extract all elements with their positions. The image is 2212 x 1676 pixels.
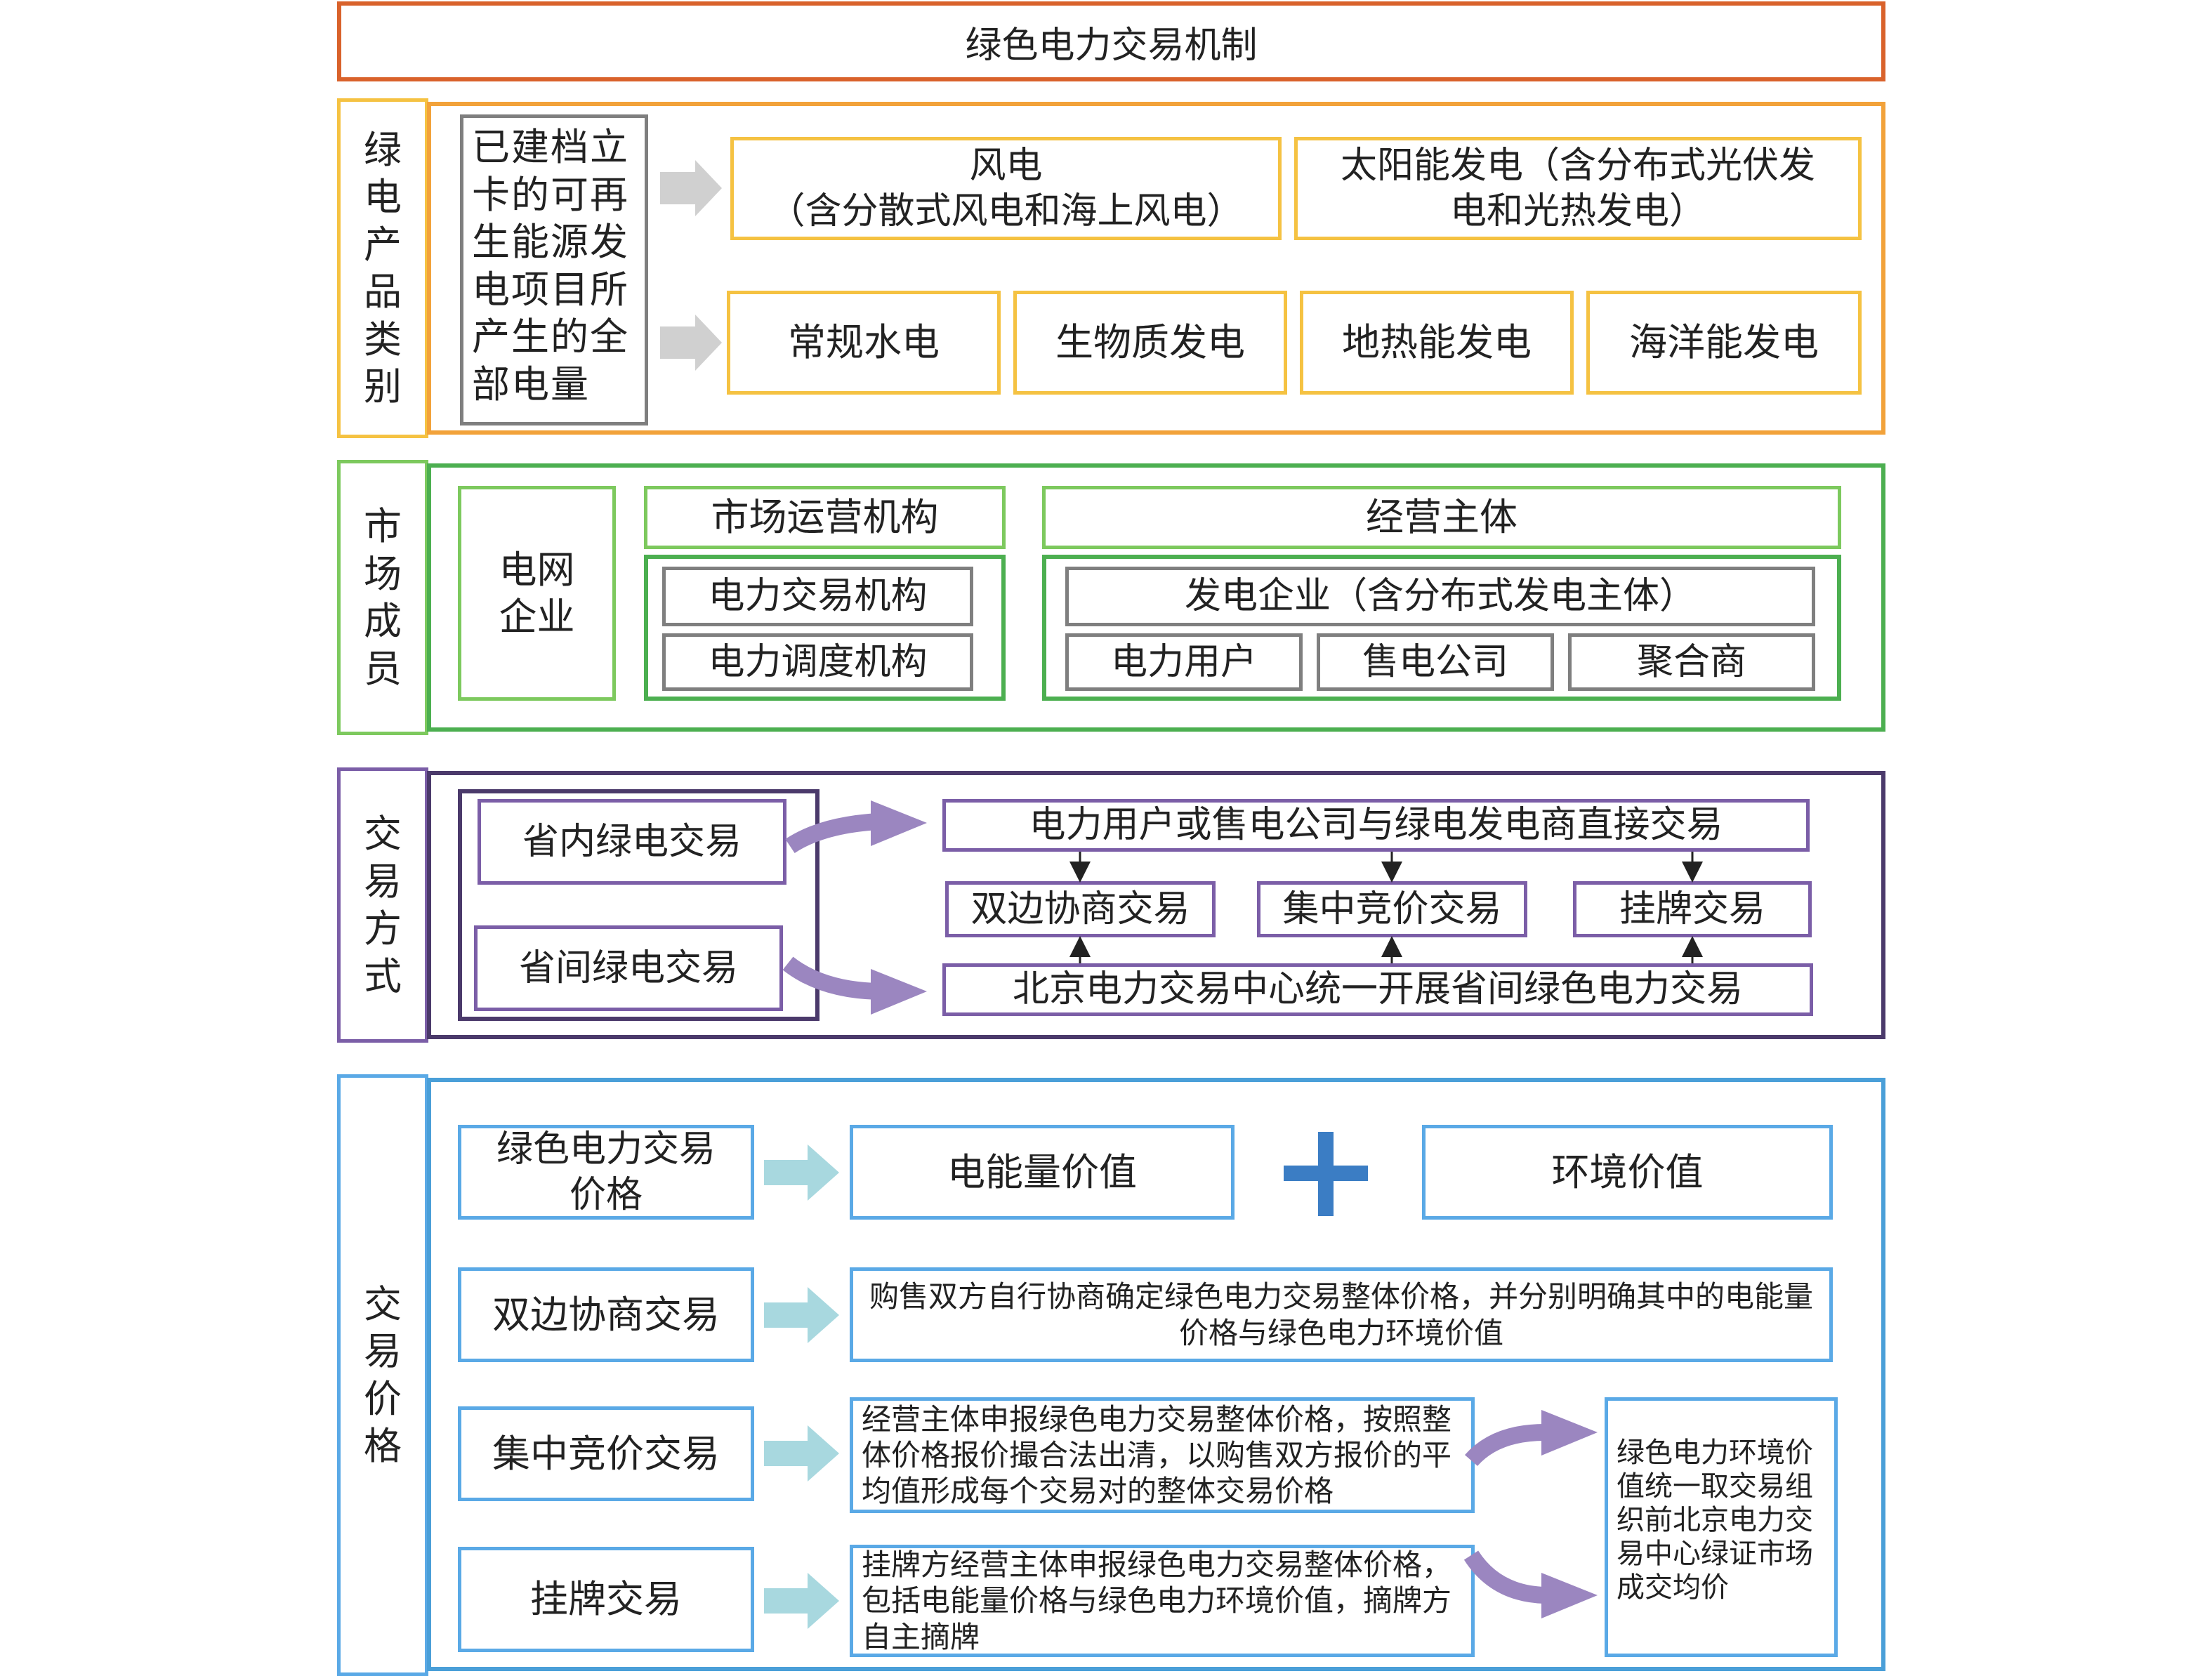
env-note-text: 绿色电力环境价值统一取交易组织前北京电力交易中心绿证市场成交均价 (1617, 1437, 1813, 1604)
wind-line2: （含分散式风电和海上风电） (768, 190, 1244, 232)
bilateral-label-text: 双边协商交易 (492, 1292, 720, 1337)
product-biomass: 生物质发电 (1013, 291, 1287, 395)
prices-label-box: 交易价格 (337, 1074, 428, 1676)
aggregator-text: 聚合商 (1636, 640, 1746, 683)
generator-box: 发电企业（含分布式发电主体） (1065, 567, 1815, 626)
listing-label-text: 挂牌交易 (530, 1577, 682, 1622)
product-ocean: 海洋能发电 (1586, 291, 1862, 395)
env-value-box: 环境价值 (1422, 1125, 1833, 1220)
listing-label-box: 挂牌交易 (458, 1547, 754, 1652)
methods-label-box: 交易方式 (337, 767, 428, 1043)
listing-desc-box: 挂牌方经营主体申报绿色电力交易整体价格，包括电能量价格与绿色电力环境价值，摘牌方… (850, 1545, 1475, 1657)
price-name-text: 绿色电力交易价格 (496, 1128, 716, 1216)
biomass-text: 生物质发电 (1055, 320, 1245, 365)
env-note-box: 绿色电力环境价值统一取交易组织前北京电力交易中心绿证市场成交均价 (1605, 1397, 1838, 1657)
bilateral-desc-box: 购售双方自行协商确定绿色电力交易整体价格，并分别明确其中的电能量价格与绿色电力环… (850, 1267, 1833, 1362)
mode-listing-box: 挂牌交易 (1573, 881, 1812, 937)
green-trade-group (458, 789, 819, 1021)
direct-trade-box: 电力用户或售电公司与绿电发电商直接交易 (942, 799, 1810, 852)
energy-value-box: 电能量价值 (850, 1125, 1235, 1220)
beijing-center-text: 北京电力交易中心统一开展省间绿色电力交易 (1012, 968, 1743, 1010)
mode-bidding-box: 集中竞价交易 (1257, 881, 1527, 937)
entity-header: 经营主体 (1042, 486, 1841, 549)
title-text: 绿色电力交易机制 (965, 24, 1258, 67)
mode-listing-text: 挂牌交易 (1619, 888, 1765, 930)
bidding-label-text: 集中竞价交易 (492, 1431, 720, 1476)
direct-trade-text: 电力用户或售电公司与绿电发电商直接交易 (1029, 804, 1723, 846)
products-label-box: 绿电产品类别 (337, 98, 428, 438)
mode-bilateral-box: 双边协商交易 (945, 881, 1216, 937)
wind-line1: 风电 (969, 144, 1043, 187)
methods-section (427, 771, 1885, 1039)
prices-section (427, 1078, 1885, 1671)
intra-province-box: 省内绿电交易 (478, 799, 786, 885)
price-name-box: 绿色电力交易价格 (458, 1125, 754, 1220)
mode-bilateral-text: 双边协商交易 (970, 888, 1190, 930)
inter-province-text: 省间绿电交易 (518, 946, 738, 989)
prices-label: 交易价格 (364, 1281, 402, 1469)
env-value-text: 环境价值 (1551, 1149, 1704, 1194)
members-label: 市场成员 (364, 504, 402, 691)
dispatch-institution-box: 电力调度机构 (662, 633, 973, 691)
product-hydro: 常规水电 (727, 291, 1001, 395)
dispatch-institution-text: 电力调度机构 (708, 640, 928, 683)
bilateral-desc-text: 购售双方自行协商确定绿色电力交易整体价格，并分别明确其中的电能量价格与绿色电力环… (869, 1279, 1813, 1350)
bidding-label-box: 集中竞价交易 (458, 1406, 754, 1501)
grid-company-box: 电网企业 (458, 486, 616, 701)
energy-value-text: 电能量价值 (947, 1149, 1137, 1194)
plus-icon (1284, 1132, 1368, 1216)
geothermal-text: 地热能发电 (1342, 320, 1532, 365)
beijing-center-box: 北京电力交易中心统一开展省间绿色电力交易 (942, 963, 1813, 1016)
bidding-desc-box: 经营主体申报绿色电力交易整体价格，按照整体价格报价撮合法出清，以购售双方报价的平… (850, 1397, 1475, 1513)
product-solar: 太阳能发电（含分布式光伏发 电和光热发电） (1294, 137, 1862, 240)
product-wind: 风电 （含分散式风电和海上风电） (730, 137, 1282, 240)
trading-institution-box: 电力交易机构 (662, 567, 973, 626)
hydro-text: 常规水电 (788, 320, 940, 365)
ocean-text: 海洋能发电 (1629, 320, 1819, 365)
power-user-box: 电力用户 (1065, 633, 1303, 691)
entity-header-text: 经营主体 (1366, 495, 1518, 540)
members-section (427, 463, 1885, 732)
listing-desc-text: 挂牌方经营主体申报绿色电力交易整体价格，包括电能量价格与绿色电力环境价值，摘牌方… (862, 1548, 1452, 1654)
solar-line2: 电和光热发电） (1449, 190, 1706, 232)
trading-institution-text: 电力交易机构 (708, 575, 928, 617)
operator-header: 市场运营机构 (644, 486, 1006, 549)
members-label-box: 市场成员 (337, 460, 428, 735)
aggregator-box: 聚合商 (1568, 633, 1815, 691)
power-user-text: 电力用户 (1110, 640, 1257, 683)
operator-header-text: 市场运营机构 (711, 495, 939, 540)
methods-label: 交易方式 (364, 812, 402, 998)
operator-group (644, 555, 1006, 701)
products-section (427, 102, 1885, 435)
solar-line1: 太阳能发电（含分布式光伏发 (1340, 144, 1815, 187)
source-box: 已建档立卡的可再生能源发电项目所产生的全部电量 (460, 114, 648, 425)
bilateral-label-box: 双边协商交易 (458, 1267, 754, 1362)
inter-province-box: 省间绿电交易 (474, 925, 783, 1011)
product-geothermal: 地热能发电 (1300, 291, 1574, 395)
grid-company-text: 电网企业 (499, 547, 575, 640)
products-label: 绿电产品类别 (364, 127, 402, 409)
retail-company-box: 售电公司 (1317, 633, 1554, 691)
mode-bidding-text: 集中竞价交易 (1282, 888, 1502, 930)
generator-text: 发电企业（含分布式发电主体） (1184, 575, 1696, 617)
source-text: 已建档立卡的可再生能源发电项目所产生的全部电量 (472, 125, 629, 407)
bidding-desc-text: 经营主体申报绿色电力交易整体价格，按照整体价格报价撮合法出清，以购售双方报价的平… (862, 1401, 1452, 1509)
entity-group (1042, 555, 1841, 701)
retail-company-text: 售电公司 (1362, 640, 1508, 683)
intra-province-text: 省内绿电交易 (522, 820, 742, 863)
diagram-title: 绿色电力交易机制 (337, 1, 1885, 81)
